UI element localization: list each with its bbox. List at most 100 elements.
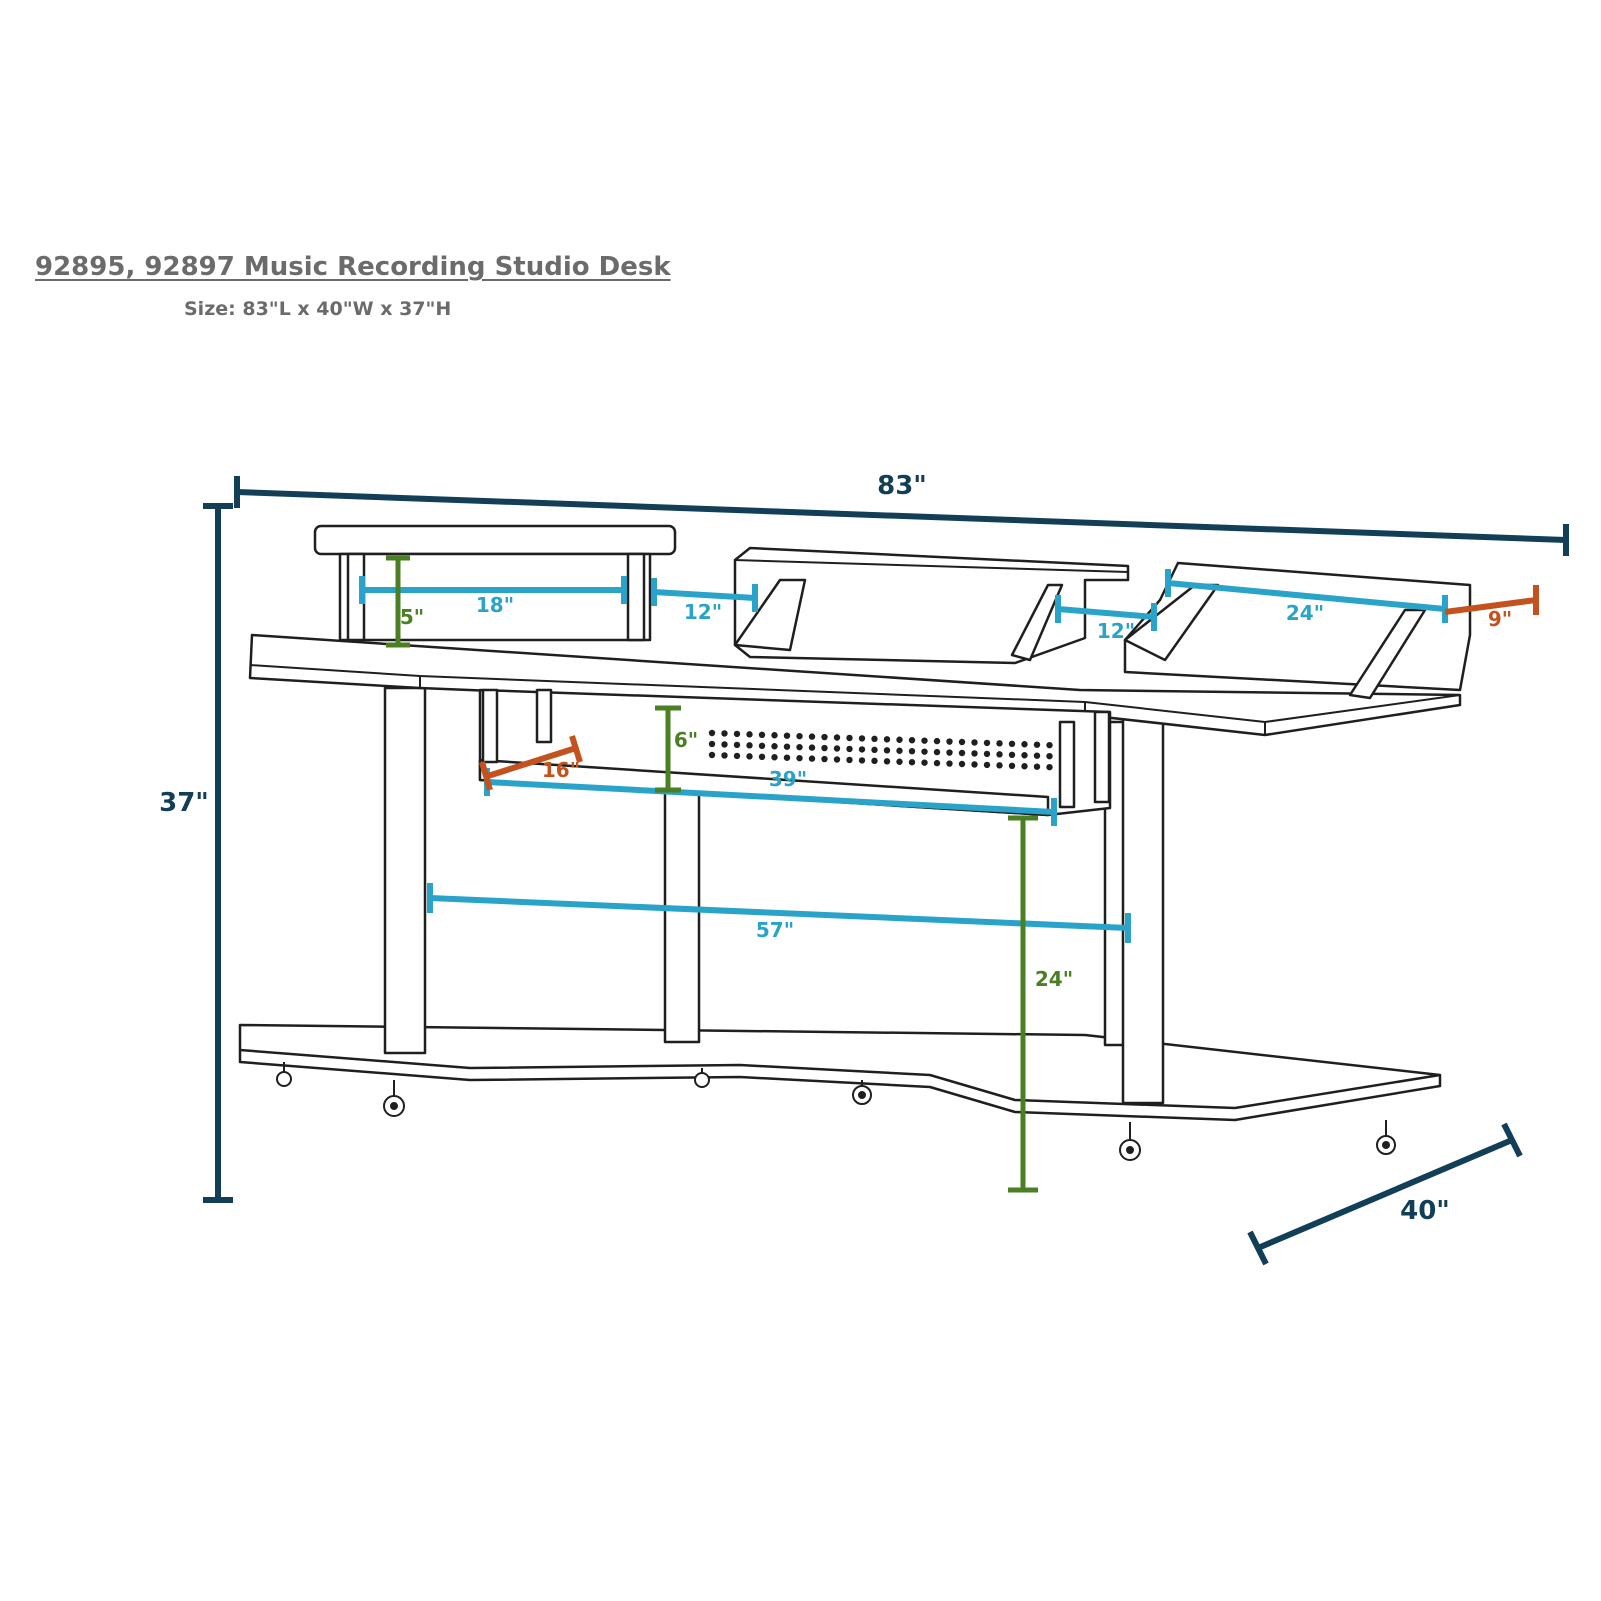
label-shelf-height: 5" xyxy=(400,605,424,629)
perforation-dot xyxy=(871,757,878,765)
perforation-dot xyxy=(833,734,841,741)
perforation-dot xyxy=(783,754,791,761)
perforation-dot xyxy=(958,749,966,757)
label-leg-span: 57" xyxy=(756,918,794,942)
perforation-dot xyxy=(971,761,978,768)
perforation-dot xyxy=(921,759,928,766)
perforation-dot xyxy=(946,760,953,767)
dim-line-depth xyxy=(1256,1137,1514,1251)
label-length: 83" xyxy=(877,471,927,501)
perforation-dot xyxy=(821,744,828,752)
perforation-dot xyxy=(858,746,866,753)
perforation-dot xyxy=(883,736,891,743)
perforation-dot xyxy=(758,731,766,738)
label-height: 37" xyxy=(159,788,209,818)
perforation-dot xyxy=(996,751,1003,758)
perforation-dot xyxy=(896,736,903,743)
perforation-dot xyxy=(846,756,853,764)
perforation-dot xyxy=(758,753,766,760)
perforation-dot xyxy=(821,755,828,763)
perforation-dot xyxy=(1008,740,1016,747)
dim-line-right-shelf xyxy=(1167,580,1446,612)
perforation-dot xyxy=(933,748,941,756)
perforation-dot xyxy=(783,732,791,739)
perforation-dot xyxy=(971,739,978,746)
perforation-dot xyxy=(1021,763,1028,770)
perforation-dot xyxy=(796,754,803,762)
perforation-dot xyxy=(958,738,966,746)
perforation-dot xyxy=(896,758,903,765)
perforation-dot xyxy=(1033,741,1041,748)
middle-shelf xyxy=(733,546,1130,665)
dim-line-tray-depth xyxy=(487,745,577,779)
perforation-dot xyxy=(908,737,916,744)
perforation-dot xyxy=(771,732,778,739)
perforation-dot xyxy=(783,743,791,750)
leg-back-middle xyxy=(663,788,701,1044)
right-shelf xyxy=(1123,561,1472,700)
dimension-labels: 83" 37" 40" 18" 12" 12" 24" 39" 57" 5" 6… xyxy=(159,471,1512,1226)
label-left-shelf-width: 18" xyxy=(476,593,514,617)
perforation-dot xyxy=(983,739,991,747)
perforation-dot xyxy=(746,742,753,749)
perforation-dot xyxy=(858,757,866,764)
casters xyxy=(276,1062,1396,1161)
leg-front-right xyxy=(1121,713,1165,1105)
perforation-dot xyxy=(846,734,853,742)
perforation-dot xyxy=(1008,751,1016,758)
label-knee-clearance: 24" xyxy=(1035,967,1073,991)
perforation-dot xyxy=(946,738,953,745)
perforation-dot xyxy=(771,754,778,761)
perforation-dot xyxy=(1021,741,1028,748)
perforation-dot xyxy=(746,753,753,760)
perforation-dot xyxy=(796,732,803,740)
perforation-dot xyxy=(896,747,903,754)
perforation-dot xyxy=(871,735,878,743)
dim-line-gap-left xyxy=(653,589,756,601)
perforation-dot xyxy=(996,762,1003,769)
perforation-dot xyxy=(771,743,778,750)
dim-line-tray-width xyxy=(486,779,1055,815)
perforation-dot xyxy=(821,733,828,741)
perforation-dot xyxy=(933,737,941,745)
keyboard-tray xyxy=(478,688,1112,817)
label-tray-height: 6" xyxy=(674,728,698,752)
perforation-dot xyxy=(746,731,753,738)
perforation-dot xyxy=(1046,741,1053,749)
perforation-dot xyxy=(883,758,891,765)
label-gap-left: 12" xyxy=(684,600,722,624)
perforation-dot xyxy=(908,748,916,755)
perforation-dot xyxy=(933,759,941,767)
perforation-dot xyxy=(708,740,716,748)
perforation-dot xyxy=(708,751,716,759)
label-tray-depth: 16" xyxy=(542,758,580,782)
left-shelf xyxy=(313,524,677,642)
perforation-dot xyxy=(883,747,891,754)
perforation-dot xyxy=(733,741,741,749)
label-right-shelf-width: 24" xyxy=(1286,601,1324,625)
perforation-dot xyxy=(921,748,928,755)
perforation-dot xyxy=(846,745,853,753)
perforation-dot xyxy=(858,735,866,742)
dimension-lines xyxy=(203,476,1569,1266)
perforation-dot xyxy=(908,759,916,766)
perforation-dot xyxy=(721,741,728,748)
perforation-dot xyxy=(721,752,728,759)
perforation-dot xyxy=(871,746,878,754)
perforation-dot xyxy=(733,730,741,738)
perforation-dot xyxy=(1021,752,1028,759)
perforation-dot xyxy=(833,756,841,763)
perforation-dot xyxy=(808,744,816,751)
desk-illustration xyxy=(238,524,1472,1161)
dim-line-length xyxy=(236,489,1567,543)
perforation-dot xyxy=(708,729,716,737)
dim-line-shelf-depth xyxy=(1444,597,1537,615)
perforation-dot xyxy=(946,749,953,756)
leg-front-left xyxy=(383,686,427,1055)
label-tray-width: 39" xyxy=(769,767,807,791)
perforation-dot xyxy=(1046,752,1053,760)
perforation-dot xyxy=(758,742,766,749)
size-subtitle: Size: 83"L x 40"W x 37"H xyxy=(184,298,452,320)
